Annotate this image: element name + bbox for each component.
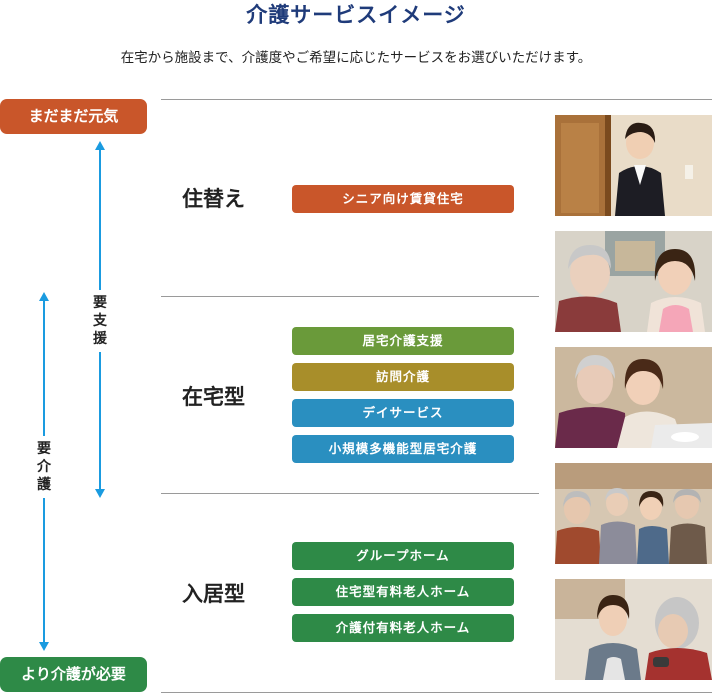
elderly-group-activity-photo xyxy=(555,463,712,564)
service-day-service[interactable]: デイサービス xyxy=(292,399,514,427)
care-label: 要 介 護 xyxy=(32,436,56,498)
caregiver-hugging-elderly-photo xyxy=(555,347,712,448)
service-home-visit[interactable]: 訪問介護 xyxy=(292,363,514,391)
category-home-care: 在宅型 xyxy=(182,385,245,409)
service-nursing-home[interactable]: 介護付有料老人ホーム xyxy=(292,614,514,642)
support-arrow-up-icon xyxy=(95,141,105,150)
service-senior-rental[interactable]: シニア向け賃貸住宅 xyxy=(292,185,514,213)
divider-rental-home xyxy=(161,296,539,297)
support-arrow-down-icon xyxy=(95,489,105,498)
service-group-home[interactable]: グループホーム xyxy=(292,542,514,570)
divider-home-residential xyxy=(161,493,539,494)
bottom-scale-label: より介護が必要 xyxy=(0,657,147,692)
category-rental: 住替え xyxy=(182,187,245,211)
category-residential: 入居型 xyxy=(182,582,245,606)
service-care-support[interactable]: 居宅介護支援 xyxy=(292,327,514,355)
caregiver-checking-elderly-photo xyxy=(555,579,712,680)
divider-top xyxy=(161,99,712,100)
care-arrow-up-icon xyxy=(39,292,49,301)
service-residential-home[interactable]: 住宅型有料老人ホーム xyxy=(292,578,514,606)
support-label: 要 支 援 xyxy=(88,290,112,352)
page-title: 介護サービスイメージ xyxy=(246,3,466,27)
divider-bottom xyxy=(161,692,712,693)
caregiver-at-door-photo xyxy=(555,115,712,216)
service-multi-function[interactable]: 小規模多機能型居宅介護 xyxy=(292,435,514,463)
page-subtitle: 在宅から施設まで、介護度やご希望に応じたサービスをお選びいただけます。 xyxy=(120,50,592,66)
top-scale-label: まだまだ元気 xyxy=(0,99,147,134)
care-arrow-down-icon xyxy=(39,642,49,651)
caregiver-with-elderly-woman-photo xyxy=(555,231,712,332)
